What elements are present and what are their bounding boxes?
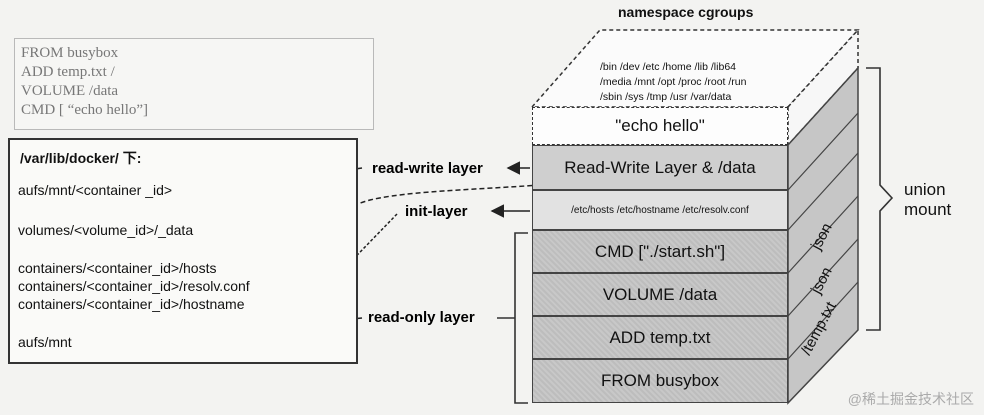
read-only-bracket xyxy=(514,232,528,404)
path-aufs-mnt-container: aufs/mnt/<container _id> xyxy=(18,182,173,198)
stack-right-face xyxy=(787,66,859,405)
top-dirs-line: /sbin /sys /tmp /usr /var/data xyxy=(600,91,732,103)
echo-hello-layer: "echo hello" xyxy=(532,107,788,145)
mount-label: mount xyxy=(904,200,952,219)
watermark: @稀土掘金技术社区 xyxy=(847,391,974,407)
top-dirs: /bin /dev /etc /home /lib /lib64 /media … xyxy=(600,60,746,105)
read-write-label: read-write layer xyxy=(372,160,483,177)
namespace-cgroups-label: namespace cgroups xyxy=(618,4,754,20)
dockerfile-line: VOLUME /data xyxy=(21,83,119,99)
path-hostname: containers/<container_id>/hostname xyxy=(18,296,245,312)
dockerfile-box: FROM busybox ADD temp.txt / VOLUME /data… xyxy=(14,38,374,130)
path-volume-data: volumes/<volume_id>/_data xyxy=(18,222,194,238)
path-aufs-mnt: aufs/mnt xyxy=(18,334,72,350)
docker-path-box: /var/lib/docker/ 下: aufs/mnt/<container … xyxy=(8,138,358,364)
top-dirs-line: /media /mnt /opt /proc /root /run xyxy=(600,76,747,88)
dockerfile-line: FROM busybox xyxy=(21,45,119,61)
dockerfile-line: ADD temp.txt / xyxy=(21,64,115,80)
path-hosts: containers/<container_id>/hosts xyxy=(18,260,217,276)
union-mount-label: union mount xyxy=(904,180,951,220)
union-label: union xyxy=(904,180,946,199)
from-layer: FROM busybox xyxy=(532,359,788,403)
cmd-layer: CMD ["./start.sh"] xyxy=(532,230,788,273)
union-mount-bracket xyxy=(866,67,894,331)
read-write-layer: Read-Write Layer & /data xyxy=(532,145,788,190)
top-dirs-line: /bin /dev /etc /home /lib /lib64 xyxy=(600,61,736,73)
path-resolv-conf: containers/<container_id>/resolv.conf xyxy=(18,278,250,294)
init-layer-label: init-layer xyxy=(405,203,468,220)
path-box-title: /var/lib/docker/ 下: xyxy=(20,150,142,166)
init-layer: /etc/hosts /etc/hostname /etc/resolv.con… xyxy=(532,190,788,230)
add-layer: ADD temp.txt xyxy=(532,316,788,359)
read-only-label: read-only layer xyxy=(368,309,475,326)
dockerfile-line: CMD [ “echo hello”] xyxy=(21,102,149,118)
volume-layer: VOLUME /data xyxy=(532,273,788,316)
